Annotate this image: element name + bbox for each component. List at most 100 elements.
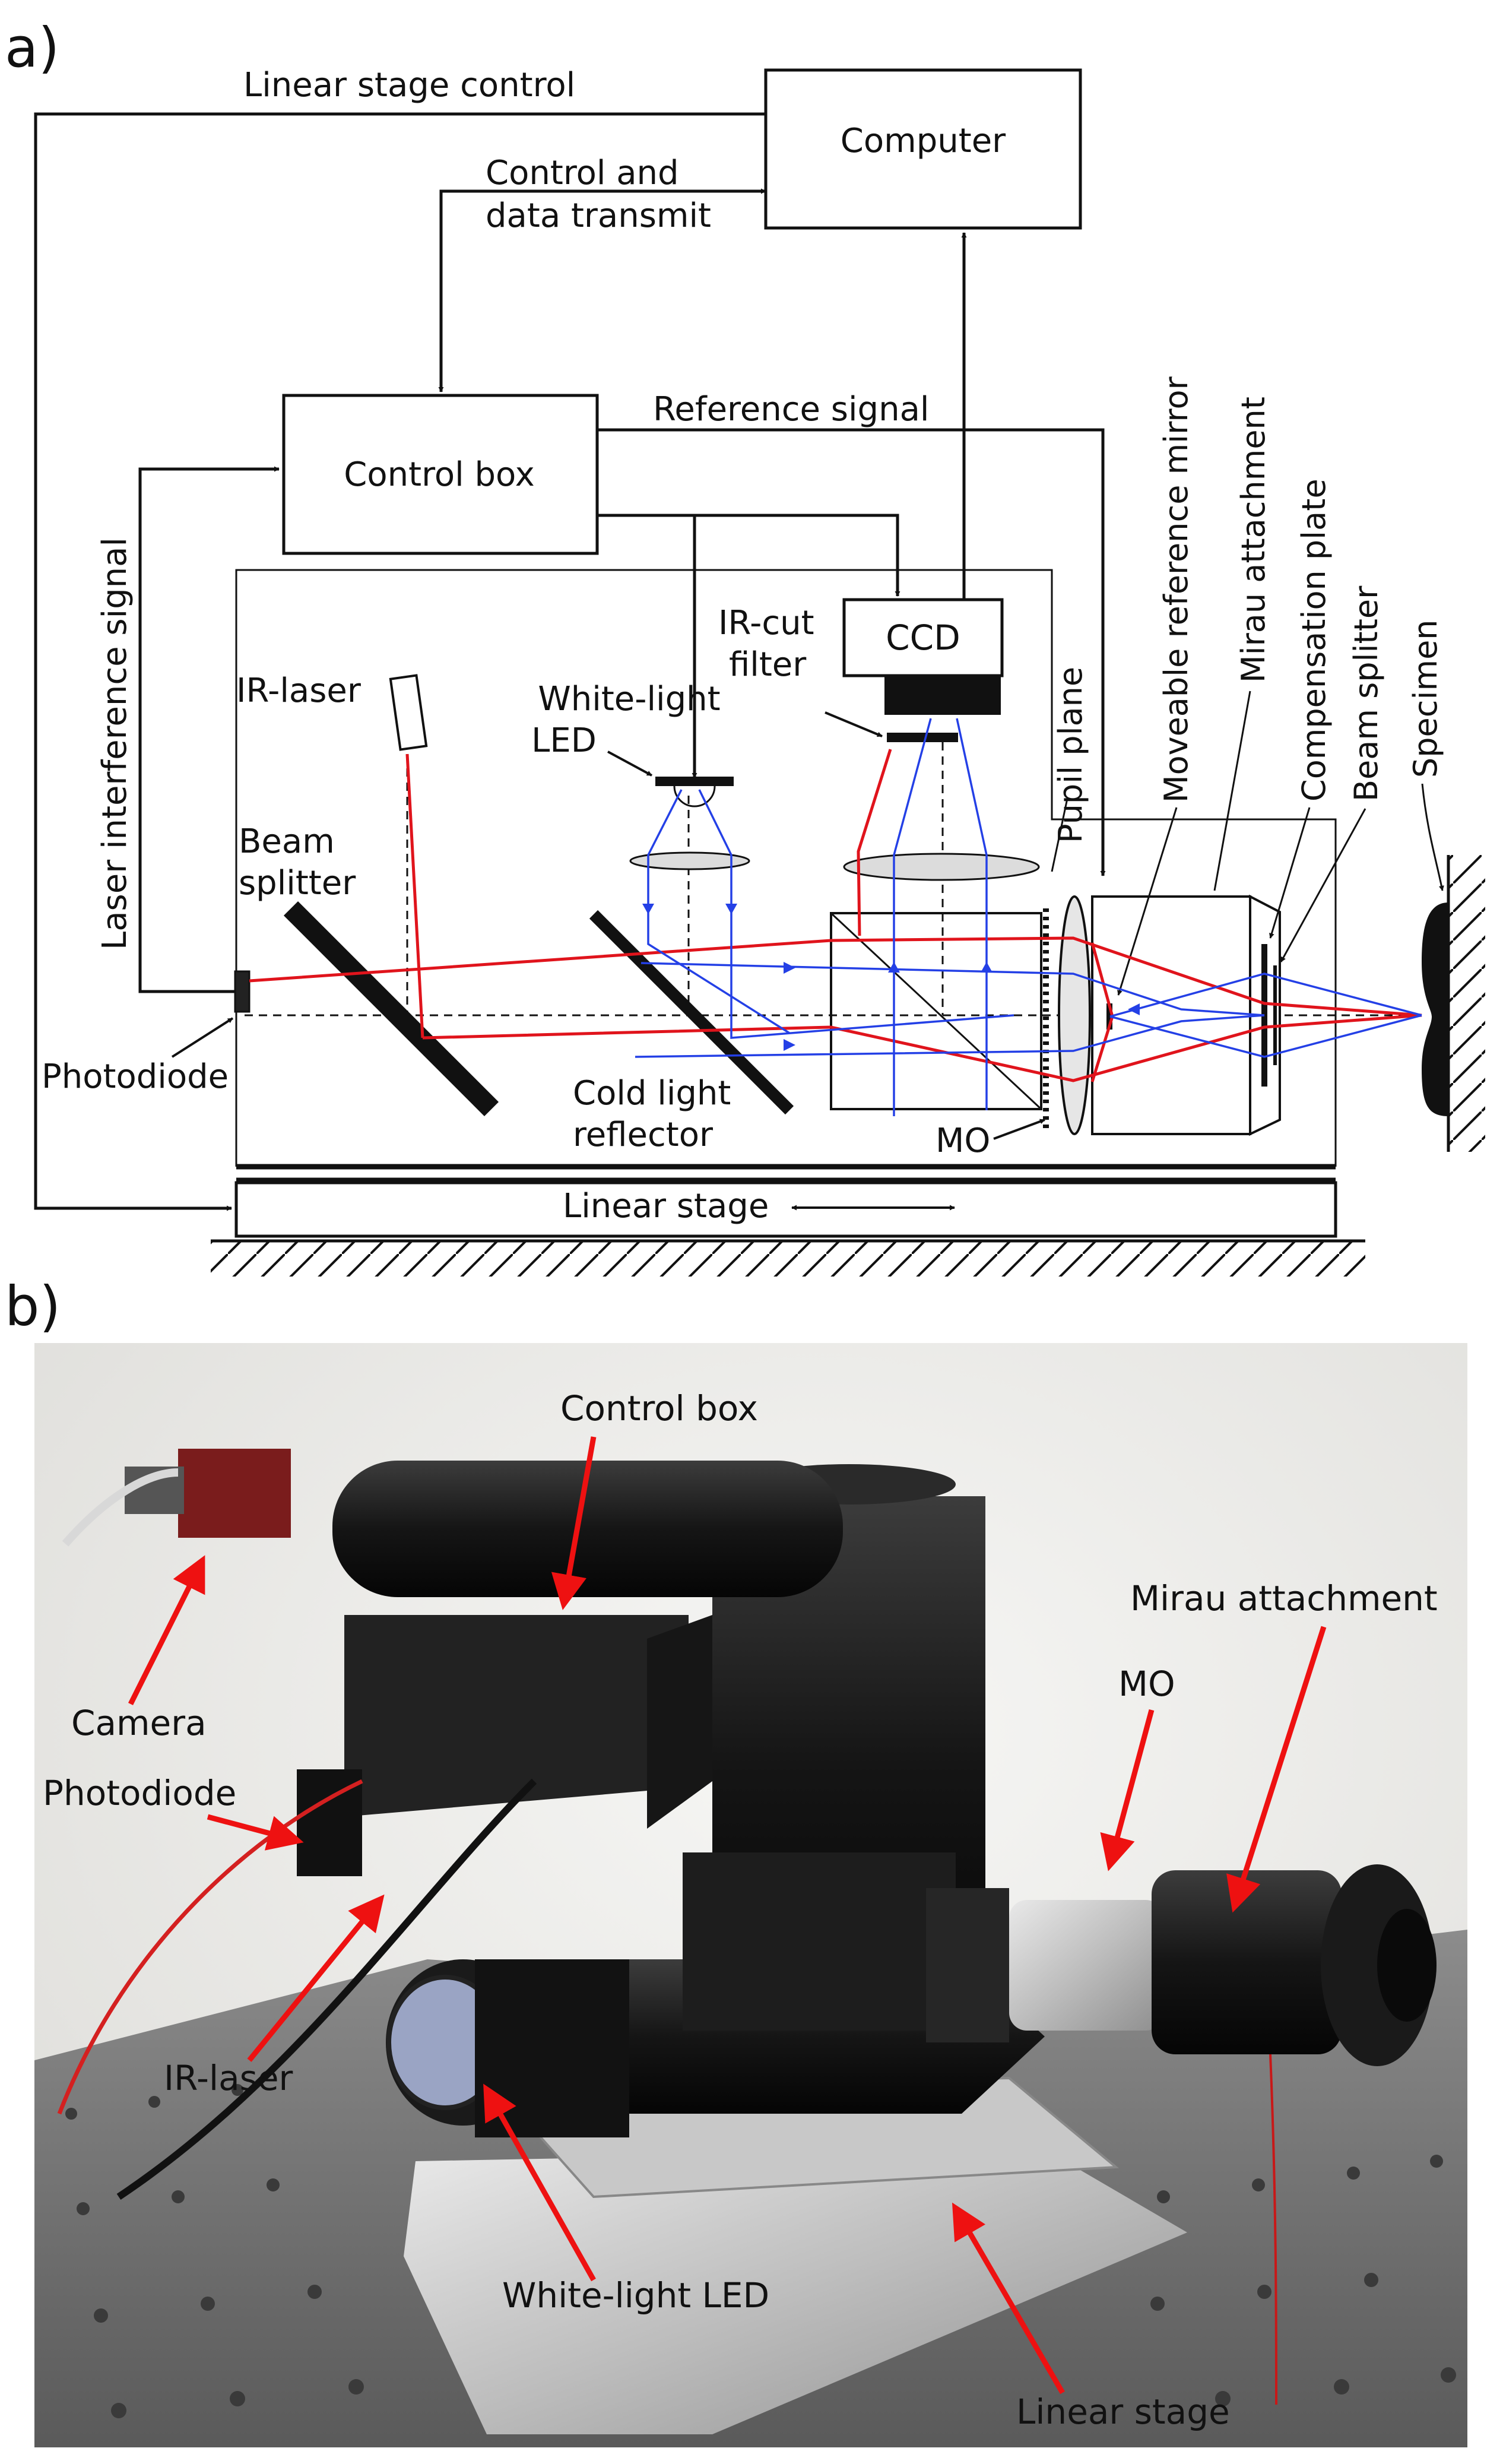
ray-arrowhead <box>784 1039 795 1051</box>
photo-arrow-ir-laser <box>247 1894 385 2062</box>
mo-lens <box>1058 895 1091 1135</box>
white-ray-left <box>647 789 790 1034</box>
laser-ray-to-filter <box>857 749 892 936</box>
photo-arrow-stage <box>952 2202 1065 2395</box>
control-box-body <box>344 1615 689 1817</box>
top-tube <box>332 1461 843 1597</box>
pupil-plane-pointer <box>1051 798 1068 872</box>
reference-signal-line <box>597 428 1106 876</box>
mo-pointer <box>993 1119 1045 1140</box>
ccd-sensor-block <box>884 677 1001 715</box>
photo-frame <box>34 1343 1467 2447</box>
reference-signal-label: Reference signal <box>653 390 929 429</box>
mo-adapter <box>926 1888 1009 2042</box>
computer-box <box>764 68 1082 230</box>
photo-ir-laser-label: IR-laser <box>164 2058 293 2098</box>
camera-body <box>178 1449 291 1538</box>
ray-arrowhead <box>725 904 737 914</box>
control-box-label: Control box <box>344 455 534 494</box>
ray-arrowhead <box>784 962 795 974</box>
white-ray-lower-path <box>635 1014 1265 1058</box>
photo-mirau-label: Mirau attachment <box>1130 1578 1438 1619</box>
tube-lens <box>843 853 1040 881</box>
photo-arrows <box>128 1436 1327 2395</box>
white-cable <box>62 1468 179 1547</box>
panel-b-tag: b) <box>5 1275 61 1338</box>
photo-arrow-control-box <box>551 1436 597 1610</box>
ir-laser-label: IR-laser <box>236 672 362 710</box>
control-box-side <box>647 1615 712 1829</box>
ir-cut-label-2: filter <box>729 645 807 684</box>
photo-led-label: White-light LED <box>502 2275 769 2316</box>
ray-arrowhead <box>981 962 993 973</box>
beam-splitter-right-pointer <box>1280 808 1366 962</box>
ray-arrowhead <box>888 962 900 973</box>
mo-body <box>1009 1900 1163 2031</box>
ray-arrowhead <box>1128 1003 1140 1015</box>
photo-arrow-led <box>483 2083 596 2282</box>
photo-arrow-photodiode <box>207 1814 304 1851</box>
pupil-plane-label: Pupil plane <box>1052 667 1089 843</box>
laser-interference-line <box>138 466 280 993</box>
cold-light-label-2: reflector <box>573 1116 714 1154</box>
control-to-ccd-line <box>597 514 900 597</box>
white-ray-right <box>698 789 1014 1039</box>
led-collimator-lens <box>629 851 750 870</box>
reference-mirror <box>1106 1003 1112 1030</box>
photodiode-label: Photodiode <box>42 1057 229 1096</box>
photo-photodiode-label: Photodiode <box>43 1773 236 1813</box>
cube-housing <box>683 1852 956 2031</box>
ccd-box <box>842 598 1004 677</box>
mirau-body <box>1152 1870 1342 2054</box>
photo-arrow-mo <box>1100 1709 1155 1871</box>
panel-b-photo: b) <box>5 1275 1467 2447</box>
led-element <box>655 777 734 786</box>
linear-stage-box <box>234 1181 1337 1238</box>
specimen <box>1422 902 1448 1116</box>
mirau-wire <box>1269 2054 1277 2405</box>
red-cable <box>57 1779 363 2115</box>
led-label-2: LED <box>531 721 597 760</box>
photodiode-pointer <box>171 1017 234 1058</box>
white-light-rays <box>635 718 1422 1116</box>
ir-cut-filter <box>887 733 958 742</box>
reference-mirror-pointer <box>1117 807 1178 996</box>
photo-camera-label: Camera <box>71 1703 207 1743</box>
panel-a-schematic: a) Computer Control box Linear stage con… <box>5 16 1485 1277</box>
stage-plate <box>404 2149 1187 2434</box>
mirau-aperture <box>1377 1909 1437 2022</box>
photo-arrow-mirau <box>1226 1626 1327 1913</box>
compensation-plate-label: Compensation plate <box>1295 479 1333 802</box>
beam-splitter-left-label-1: Beam <box>239 822 335 861</box>
ir-cut-label-1: IR-cut <box>718 604 814 642</box>
laser-ray-lower <box>422 1014 1422 1082</box>
linear-stage-label: Linear stage <box>563 1187 769 1225</box>
reference-mirror-label: Moveable reference mirror <box>1158 376 1195 803</box>
beam-splitter-right-label: Beam splitter <box>1347 585 1385 802</box>
ray-direction-arrows <box>642 904 1140 1051</box>
mirau-attachment-label: Mirau attachment <box>1235 397 1272 683</box>
white-ray-upper-path <box>640 962 1265 1016</box>
photo-control-box-label: Control box <box>560 1388 758 1429</box>
beam-splitter-left <box>283 901 499 1117</box>
ray-arrowhead <box>642 904 654 914</box>
linear-stage-control-label: Linear stage control <box>243 66 575 104</box>
white-ray-mirau-lower <box>1109 1014 1422 1058</box>
laser-ray-upper <box>249 936 1422 1017</box>
beam-splitter-cube <box>830 912 1042 1110</box>
beam-splitter-cube-diagonal <box>830 912 1042 1110</box>
housing-outline <box>235 569 1337 1167</box>
ccd-label: CCD <box>886 617 960 658</box>
mirau-attachment-pointer <box>1213 691 1251 891</box>
led-pointer <box>607 750 652 777</box>
beam-splitter-left-label-2: splitter <box>239 864 356 902</box>
mo-label: MO <box>936 1122 990 1160</box>
photo-mo-label: MO <box>1118 1664 1175 1704</box>
black-cable <box>116 1778 537 2200</box>
led-dome <box>673 786 716 807</box>
control-data-arrow <box>438 188 766 392</box>
white-ray-image-left <box>893 718 932 1116</box>
photo-arrow-camera <box>128 1555 205 1706</box>
panel-a-tag: a) <box>5 16 59 80</box>
